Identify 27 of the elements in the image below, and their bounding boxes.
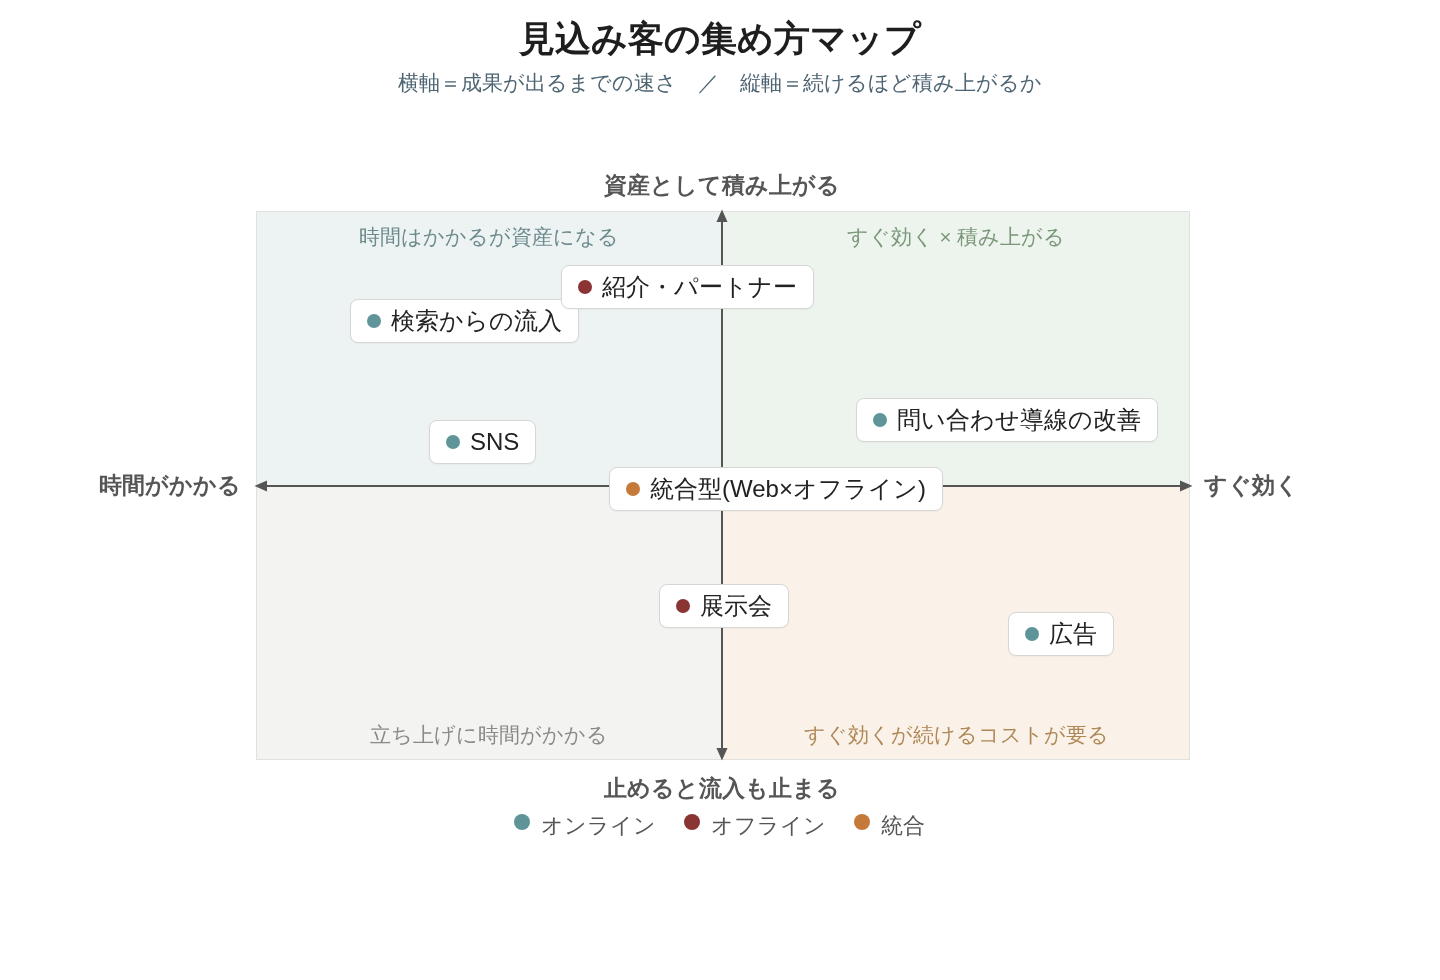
axis-label: 時間がかかる [99,471,241,500]
item-label: 検索からの流入 [391,306,562,336]
item-card [1008,612,1114,656]
item-card [350,299,579,343]
quadrant-label: すぐ効くが続けるコストが要る [803,722,1109,748]
item-card [609,467,943,511]
quadrant-label: すぐ効く × 積み上がる [846,224,1066,250]
axis-label: すぐ効く [1204,471,1299,500]
item-card [856,398,1158,442]
legend-label: オンライン [541,812,656,840]
subtitle: 横軸＝成果が出るまでの速さ ／ 縦軸＝続けるほど積み上がるか [398,69,1042,96]
item-label: SNS [470,427,520,457]
legend-label: 統合 [881,812,925,840]
item-label: 広告 [1049,619,1097,649]
item-card [429,420,537,464]
item-label: 問い合わせ導線の改善 [897,405,1141,435]
item-card [561,265,814,309]
axis-label: 資産として積み上がる [604,171,840,200]
quadrant-label: 時間はかかるが資産になる [359,224,619,250]
item-label: 紹介・パートナー [602,272,797,302]
legend-label: オフライン [711,812,826,840]
item-label: 展示会 [700,591,772,621]
item-label: 統合型(Web×オフライン) [650,474,926,504]
title: 見込み客の集め方マップ [519,16,921,61]
quadrant-label: 立ち上げに時間がかかる [370,722,608,748]
axis-label: 止めると流入も止まる [604,774,840,803]
item-card [659,584,789,628]
